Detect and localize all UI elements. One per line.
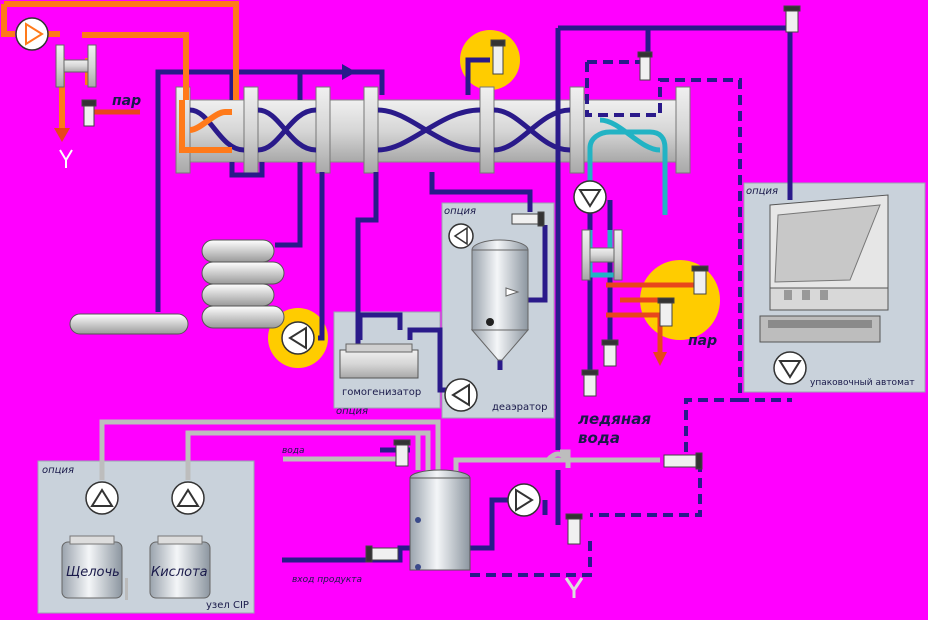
label-deaerator: деаэратор (492, 402, 547, 413)
deaerator-vessel (470, 239, 530, 361)
homogenizer (339, 343, 419, 379)
flow-arrow-icon (342, 64, 356, 80)
label-ice-water-2: вода (578, 429, 620, 447)
label-acid: Кислота (151, 565, 208, 580)
drain-icon-bottom (564, 577, 584, 598)
pump-top-left[interactable] (15, 17, 49, 51)
valve-deaerator-top[interactable] (490, 39, 506, 75)
steam-heater-small (55, 44, 97, 88)
ice-water-cooler-small (581, 229, 623, 281)
valve-return[interactable] (637, 51, 653, 81)
valve-ice-water-2[interactable] (581, 369, 599, 397)
packing-machine (759, 194, 889, 343)
label-option-deaerator: опция (444, 206, 476, 217)
pump-packer[interactable] (773, 351, 807, 385)
valve-drain[interactable] (565, 513, 583, 545)
valve-steam-right-2[interactable] (657, 297, 675, 327)
valve-deaerator-vacuum[interactable] (511, 211, 545, 227)
cip-pipes (99, 419, 660, 480)
pump-ice-water[interactable] (573, 180, 607, 214)
pump-tank-outlet[interactable] (507, 483, 541, 517)
label-ice-water-1: ледяная (578, 410, 651, 428)
buffer-tank (409, 469, 471, 571)
label-packer: упаковочный автомат (810, 378, 915, 388)
label-steam-right: пар (688, 333, 717, 349)
acid-tank (149, 535, 211, 599)
label-steam-top: пар (112, 93, 141, 109)
valve-sample[interactable] (365, 545, 399, 563)
valve-return-right[interactable] (663, 452, 703, 470)
tubular-coil (201, 239, 285, 329)
label-homogenizer: гомогенизатор (342, 387, 421, 398)
pump-deaerator-outlet[interactable] (444, 378, 478, 412)
valve-steam-top[interactable] (81, 99, 97, 127)
label-option-packer: опция (746, 186, 778, 197)
drain-icon-left (59, 149, 73, 168)
steam-arrow-right (653, 352, 667, 366)
pump-alkali[interactable] (85, 481, 119, 515)
pump-acid[interactable] (171, 481, 205, 515)
label-sample-outlet: вход продукта (292, 575, 362, 585)
steam-arrow-left (54, 128, 70, 142)
pump-pasteurizer[interactable] (281, 321, 315, 355)
pump-vacuum-deaerator[interactable] (448, 223, 474, 249)
valve-top-right[interactable] (783, 5, 801, 33)
cip-crossover (546, 451, 570, 462)
alkali-tank (61, 535, 128, 600)
valve-ice-water-1[interactable] (601, 339, 619, 367)
valve-steam-right-1[interactable] (691, 265, 709, 295)
holding-coil-bottom (69, 313, 189, 335)
label-alkali: Щелочь (66, 565, 120, 580)
label-option-cip: опция (42, 465, 74, 476)
label-option-homogenizer: опция (336, 406, 368, 417)
label-cip-unit: узел CIP (206, 600, 249, 611)
return-pipes-dashed (470, 60, 792, 577)
label-water: вода (282, 446, 305, 456)
valve-water-inlet[interactable] (393, 439, 411, 467)
